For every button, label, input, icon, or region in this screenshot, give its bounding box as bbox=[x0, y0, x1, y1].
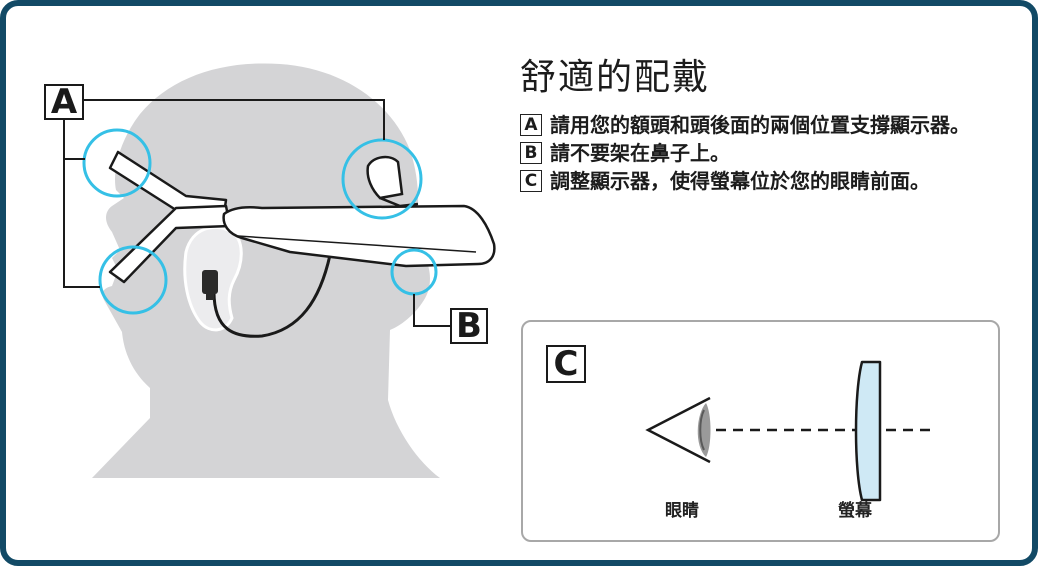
instruction-c: C 調整顯示器，使得螢幕位於您的眼睛前面。 bbox=[520, 168, 1000, 195]
instruction-a-marker: A bbox=[520, 114, 542, 136]
label-b-box: B bbox=[450, 308, 488, 344]
rear-support-pad bbox=[366, 155, 404, 200]
eye-caption: 眼睛 bbox=[665, 501, 699, 521]
highlight-circle-rear bbox=[341, 138, 423, 220]
instruction-a: A 請用您的額頭和頭後面的兩個位置支撐顯示器。 bbox=[520, 112, 1000, 139]
label-c-box: C bbox=[546, 345, 586, 383]
display-body bbox=[222, 204, 496, 268]
head-silhouette bbox=[92, 63, 440, 478]
label-a-leader bbox=[63, 99, 385, 288]
highlight-circle-forehead-upper bbox=[82, 128, 152, 198]
instruction-c-text: 調整顯示器，使得螢幕位於您的眼睛前面。 bbox=[550, 169, 930, 193]
earphone-cable bbox=[212, 254, 332, 338]
page-title: 舒適的配戴 bbox=[520, 57, 711, 98]
label-a-box: A bbox=[44, 84, 84, 120]
screen-caption: 螢幕 bbox=[838, 501, 872, 521]
instruction-list: A 請用您的額頭和頭後面的兩個位置支撐顯示器。 B 請不要架在鼻子上。 C 調整… bbox=[520, 112, 1000, 196]
highlight-circle-forehead-lower bbox=[98, 245, 168, 315]
label-b-leader bbox=[413, 294, 450, 327]
instruction-a-text: 請用您的額頭和頭後面的兩個位置支撐顯示器。 bbox=[550, 113, 970, 137]
instruction-b-marker: B bbox=[520, 142, 542, 164]
screen-lens bbox=[854, 360, 882, 502]
eye-screen-diagram-box bbox=[521, 320, 1000, 542]
instruction-b: B 請不要架在鼻子上。 bbox=[520, 140, 1000, 167]
instruction-b-text: 請不要架在鼻子上。 bbox=[550, 141, 730, 165]
eye-shape bbox=[645, 396, 711, 464]
instruction-c-marker: C bbox=[520, 170, 542, 192]
